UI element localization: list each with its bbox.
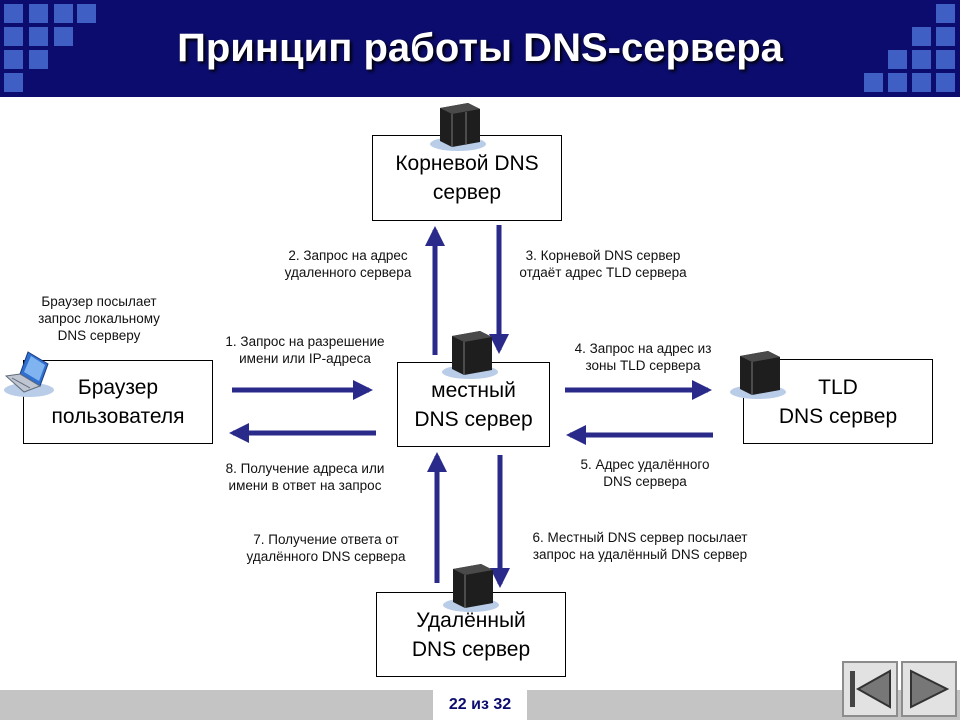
decor-square <box>77 4 96 23</box>
server-icon <box>430 103 486 151</box>
note-line: 8. Получение адреса или <box>225 461 385 476</box>
browser-node-line2: пользователя <box>51 405 185 428</box>
slide-header: Принцип работы DNS-сервера <box>0 0 960 97</box>
decor-square <box>54 27 73 46</box>
note-step2: 2. Запрос на адрес удаленного сервера <box>261 247 435 281</box>
note-line: удаленного сервера <box>284 265 412 280</box>
note-step1: 1. Запрос на разрешение имени или IP-адр… <box>200 333 410 367</box>
decor-square <box>912 73 931 92</box>
decor-square <box>4 4 23 23</box>
prev-slide-button[interactable] <box>842 661 898 717</box>
note-step8: 8. Получение адреса или имени в ответ на… <box>200 460 410 494</box>
note-line: DNS сервера <box>603 474 687 489</box>
note-step7: 7. Получение ответа от удалённого DNS се… <box>224 531 428 565</box>
decor-square <box>936 27 955 46</box>
laptop-icon <box>4 351 54 397</box>
next-slide-button[interactable] <box>901 661 957 717</box>
decor-square <box>4 27 23 46</box>
decor-square <box>29 50 48 69</box>
server-icon <box>443 564 499 612</box>
note-line: DNS серверу <box>57 328 141 343</box>
note-line: 1. Запрос на разрешение <box>225 334 385 349</box>
note-line: 7. Получение ответа от <box>253 532 399 547</box>
note-line: 5. Адрес удалённого <box>580 457 710 472</box>
page-indicator: 22 из 32 <box>433 690 527 720</box>
decor-square <box>888 73 907 92</box>
local-node-line2: DNS сервер <box>414 407 533 431</box>
browser-node: Браузер пользователя <box>23 360 213 444</box>
decor-square <box>912 50 931 69</box>
note-step6: 6. Местный DNS сервер посылает запрос на… <box>506 529 774 563</box>
decor-square <box>912 27 931 46</box>
decor-square <box>29 27 48 46</box>
tld-node-line1: TLD <box>818 375 858 399</box>
local-node-line1: местный <box>431 378 516 402</box>
slide-title: Принцип работы DNS-сервера <box>177 26 783 70</box>
decor-square <box>936 73 955 92</box>
decor-square <box>936 4 955 23</box>
remote-node-line2: DNS сервер <box>411 637 531 661</box>
decor-square <box>4 73 23 92</box>
note-line: 6. Местный DNS сервер посылает <box>532 530 748 545</box>
note-line: 2. Запрос на адрес <box>288 248 408 263</box>
decor-square <box>4 50 23 69</box>
server-icon <box>730 351 786 399</box>
tld-dns-server-node: TLD DNS сервер <box>743 359 933 444</box>
note-step5: 5. Адрес удалённого DNS сервера <box>555 456 735 490</box>
note-browser-intro: Браузер посылает запрос локальному DNS с… <box>13 293 185 344</box>
note-line: удалённого DNS сервера <box>246 549 406 564</box>
prev-slide-icon <box>850 669 891 709</box>
server-icon <box>442 331 498 379</box>
note-line: имени или IP-адреса <box>239 351 371 366</box>
decor-square <box>864 73 883 92</box>
note-line: 4. Запрос на адрес из <box>574 341 712 356</box>
note-line: 3. Корневой DNS сервер <box>525 248 681 263</box>
note-line: запрос локальному <box>38 311 160 326</box>
root-node-line1: Корневой DNS <box>395 152 539 175</box>
decor-square <box>936 50 955 69</box>
note-step4: 4. Запрос на адрес из зоны TLD сервера <box>551 340 735 374</box>
decor-square <box>29 4 48 23</box>
decor-square <box>54 4 73 23</box>
note-step3: 3. Корневой DNS сервер отдаёт адрес TLD … <box>497 247 709 281</box>
decor-square <box>888 50 907 69</box>
remote-node-line1: Удалённый <box>416 608 526 632</box>
root-node-line2: сервер <box>432 181 502 204</box>
tld-node-line2: DNS сервер <box>778 404 898 428</box>
note-line: имени в ответ на запрос <box>228 478 382 493</box>
next-slide-icon <box>910 669 950 709</box>
browser-node-line1: Браузер <box>77 376 159 399</box>
note-line: Браузер посылает <box>41 294 157 309</box>
note-line: отдаёт адрес TLD сервера <box>519 265 687 280</box>
note-line: зоны TLD сервера <box>585 358 701 373</box>
note-line: запрос на удалённый DNS сервер <box>532 547 748 562</box>
